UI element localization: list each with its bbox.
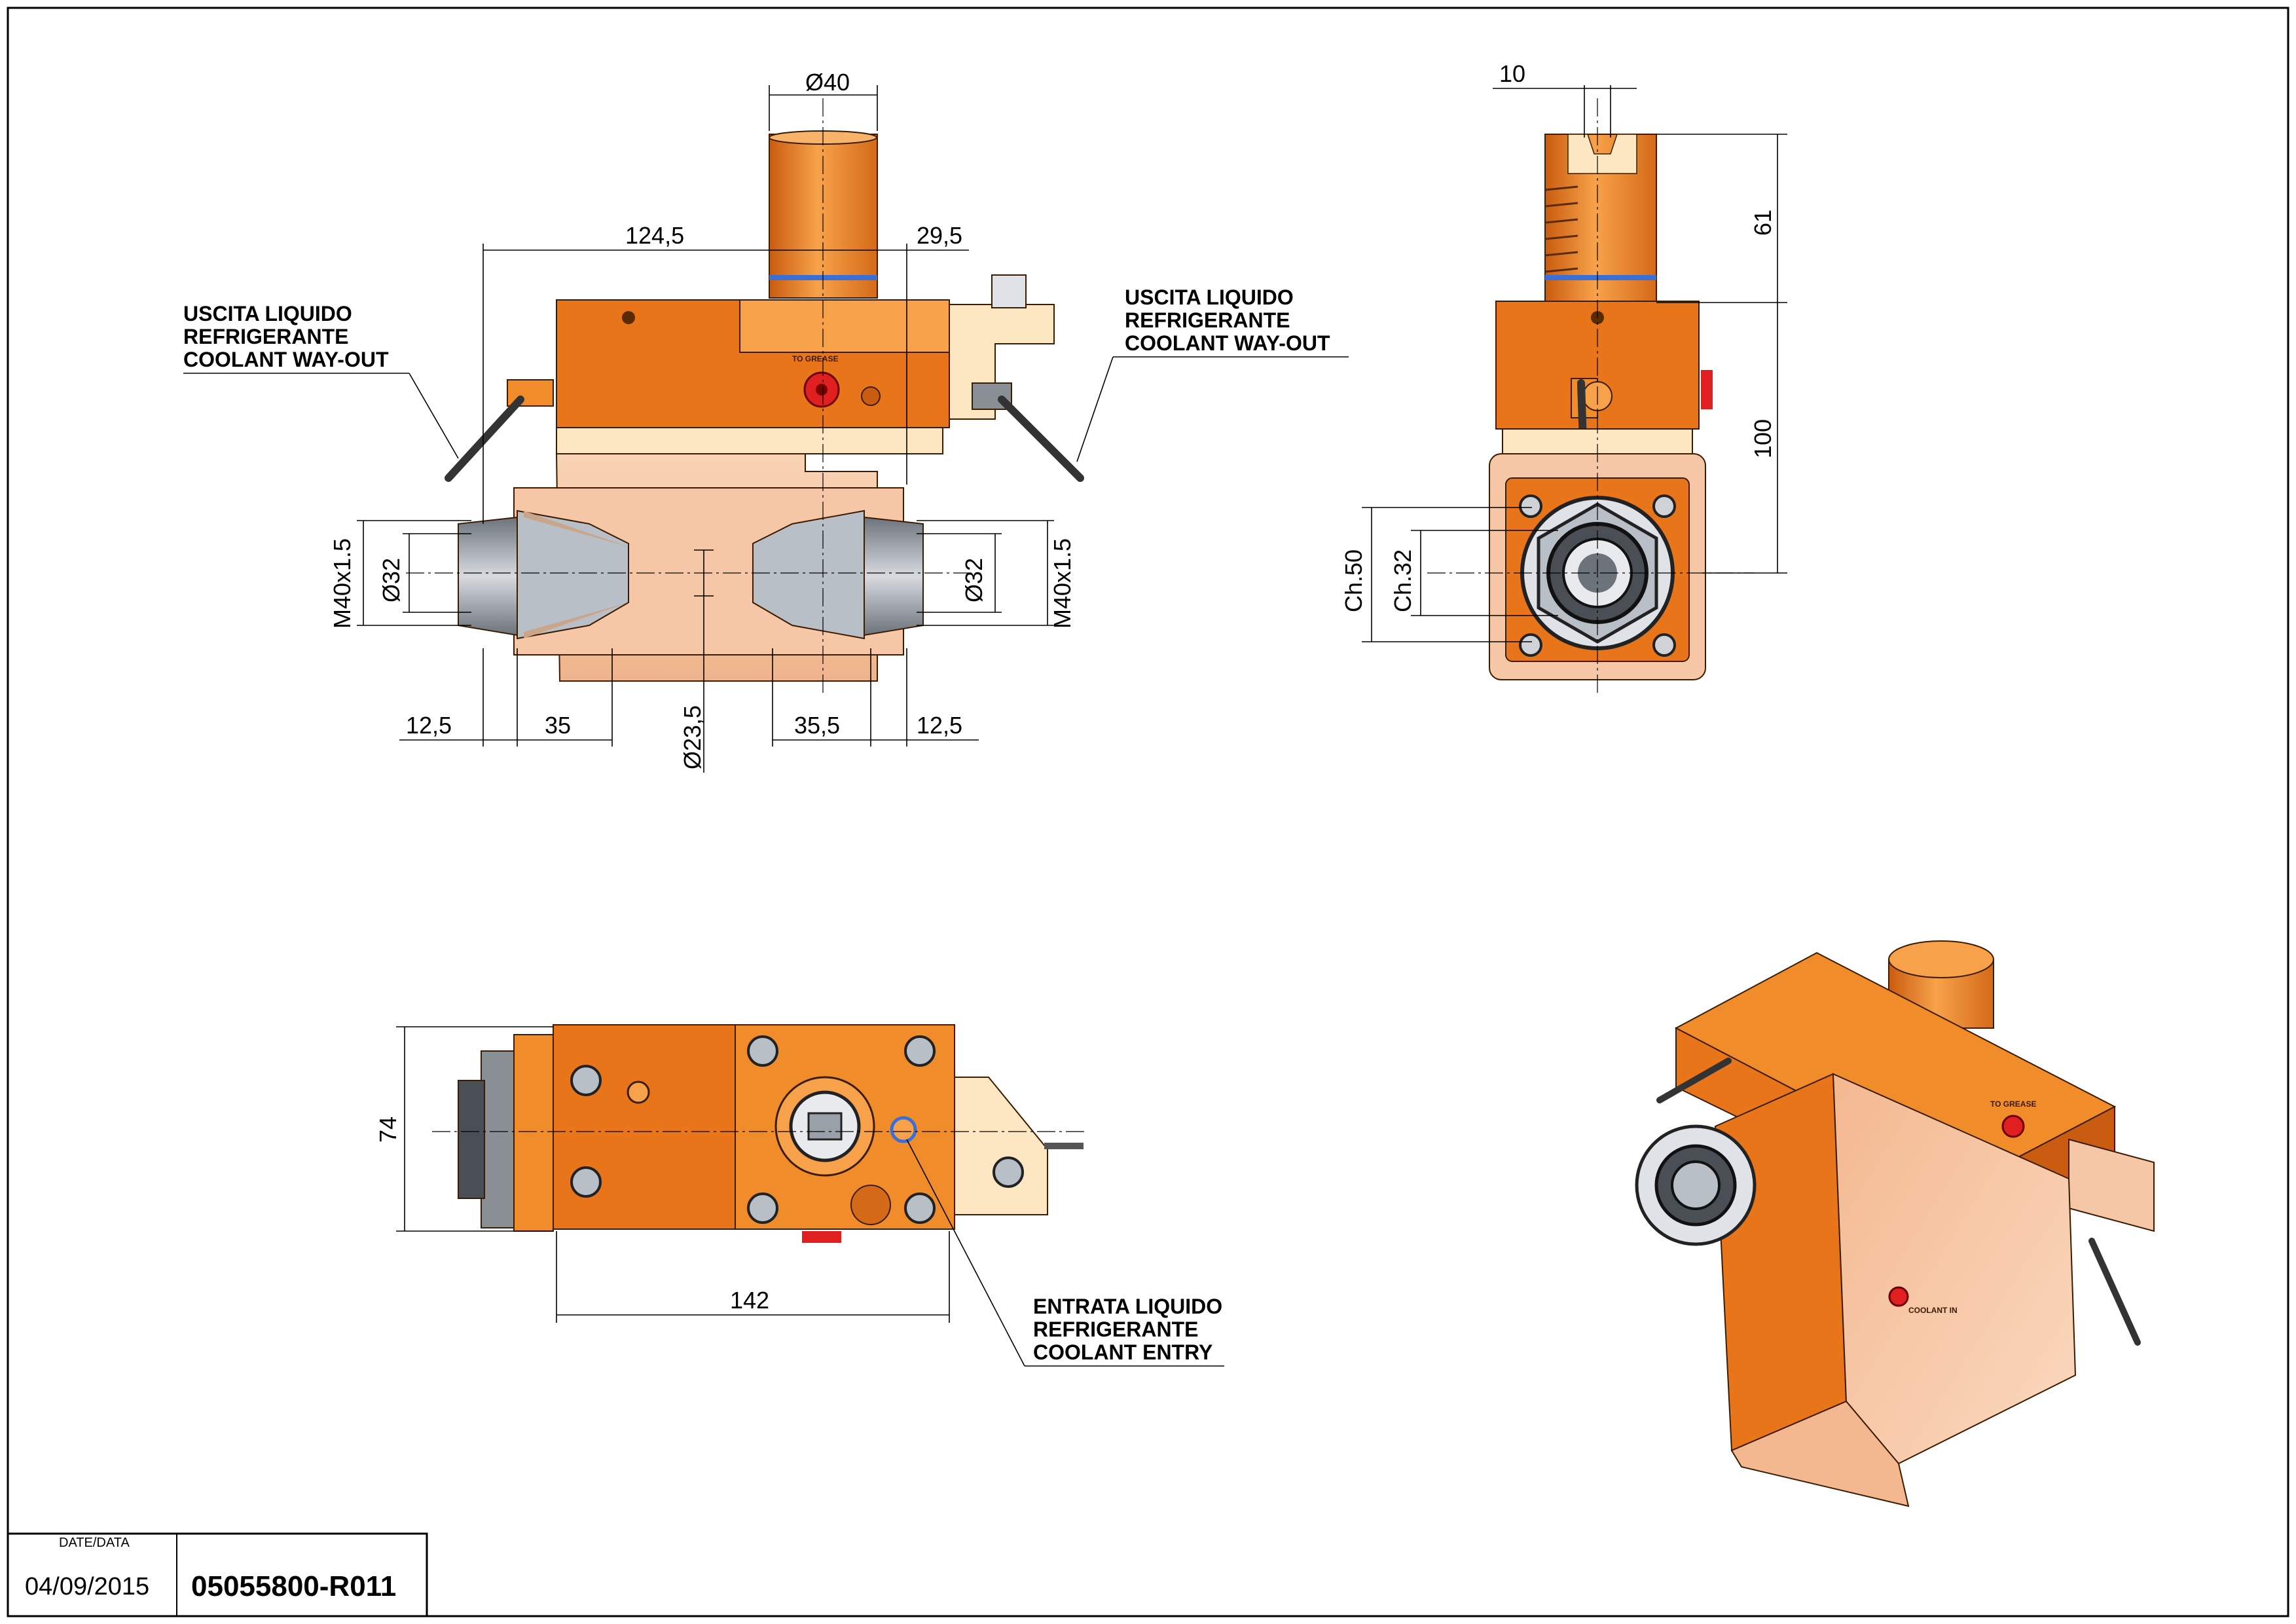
right-cone-section (752, 509, 865, 640)
dim-diameter-top: Ø40 (805, 69, 850, 96)
date-value: 04/09/2015 (25, 1573, 149, 1600)
note-coolant-entry: ENTRATA LIQUIDO REFRIGERANTE COOLANT ENT… (906, 1139, 1224, 1367)
dim-top-length: 142 (730, 1287, 769, 1314)
dim-bore-left: Ø32 (378, 558, 405, 602)
dim-height-a: 61 (1749, 210, 1776, 236)
iso-lower-front (1714, 1073, 1848, 1452)
dim-offset-d: 12,5 (917, 712, 962, 739)
svg-text:COOLANT ENTRY: COOLANT ENTRY (1033, 1340, 1212, 1364)
dim-chamfer-a: Ch.50 (1340, 549, 1367, 612)
dim-thread-left: M40x1.5 (329, 538, 355, 629)
iso-lower-side (1832, 1073, 2077, 1465)
iso-bracket (2068, 1138, 2155, 1232)
right-collet-nut (864, 516, 924, 637)
top-bracket (954, 1077, 1048, 1215)
dim-offset-b: 35 (545, 712, 571, 739)
note-coolant-right: USCITA LIQUIDO REFRIGERANTE COOLANT WAY-… (1076, 286, 1349, 462)
isometric-view: TO GREASE COOLANT IN (1635, 940, 2155, 1507)
svg-text:REFRIGERANTE: REFRIGERANTE (183, 325, 348, 348)
dim-center: Ø23,5 (679, 705, 706, 769)
svg-text:USCITA LIQUIDO: USCITA LIQUIDO (1125, 286, 1294, 309)
dim-length-left: 124,5 (625, 222, 684, 249)
date-label: DATE/DATA (59, 1536, 130, 1550)
iso-stamp-grease: TO GREASE (1990, 1099, 2036, 1109)
coolant-outlet-left (445, 379, 554, 482)
side-view: 10 61 100 Ch.50 Ch.32 (1340, 60, 1787, 694)
svg-text:REFRIGERANTE: REFRIGERANTE (1125, 308, 1290, 332)
dim-thread-right: M40x1.5 (1049, 538, 1076, 629)
dim-offset-c: 35,5 (794, 712, 840, 739)
top-plate-left (553, 1024, 736, 1230)
svg-text:USCITA LIQUIDO: USCITA LIQUIDO (183, 302, 352, 325)
svg-text:COOLANT WAY-OUT: COOLANT WAY-OUT (1125, 331, 1330, 355)
dim-offset-a: 12,5 (406, 712, 452, 739)
title-block: DATE/DATA 04/09/2015 05055800-R011 (7, 1532, 428, 1617)
grease-stamp: TO GREASE (792, 354, 838, 363)
dim-width-top: 10 (1499, 60, 1525, 87)
iso-stamp-coolant: COOLANT IN (1908, 1306, 1958, 1315)
coolant-outlet-right (972, 382, 1084, 482)
left-collet-nut (458, 516, 518, 637)
dim-length-right: 29,5 (917, 222, 962, 249)
front-view: TO GREASE Ø40 12 (329, 69, 1084, 773)
svg-text:COOLANT WAY-OUT: COOLANT WAY-OUT (183, 348, 389, 371)
sheet-border (7, 7, 2289, 1617)
drawing-code: 05055800-R011 (191, 1570, 396, 1602)
top-view: 74 142 (374, 1024, 1087, 1323)
note-coolant-left: USCITA LIQUIDO REFRIGERANTE COOLANT WAY-… (183, 302, 459, 459)
dim-bore-right: Ø32 (960, 558, 987, 602)
svg-text:REFRIGERANTE: REFRIGERANTE (1033, 1318, 1198, 1341)
dim-chamfer-b: Ch.32 (1389, 549, 1416, 612)
svg-text:ENTRATA LIQUIDO: ENTRATA LIQUIDO (1033, 1295, 1222, 1318)
coolant-entry-port (890, 1116, 917, 1143)
cream-plate (556, 427, 943, 454)
dim-height-b: 100 (1749, 419, 1776, 458)
dim-top-height: 74 (374, 1116, 401, 1143)
